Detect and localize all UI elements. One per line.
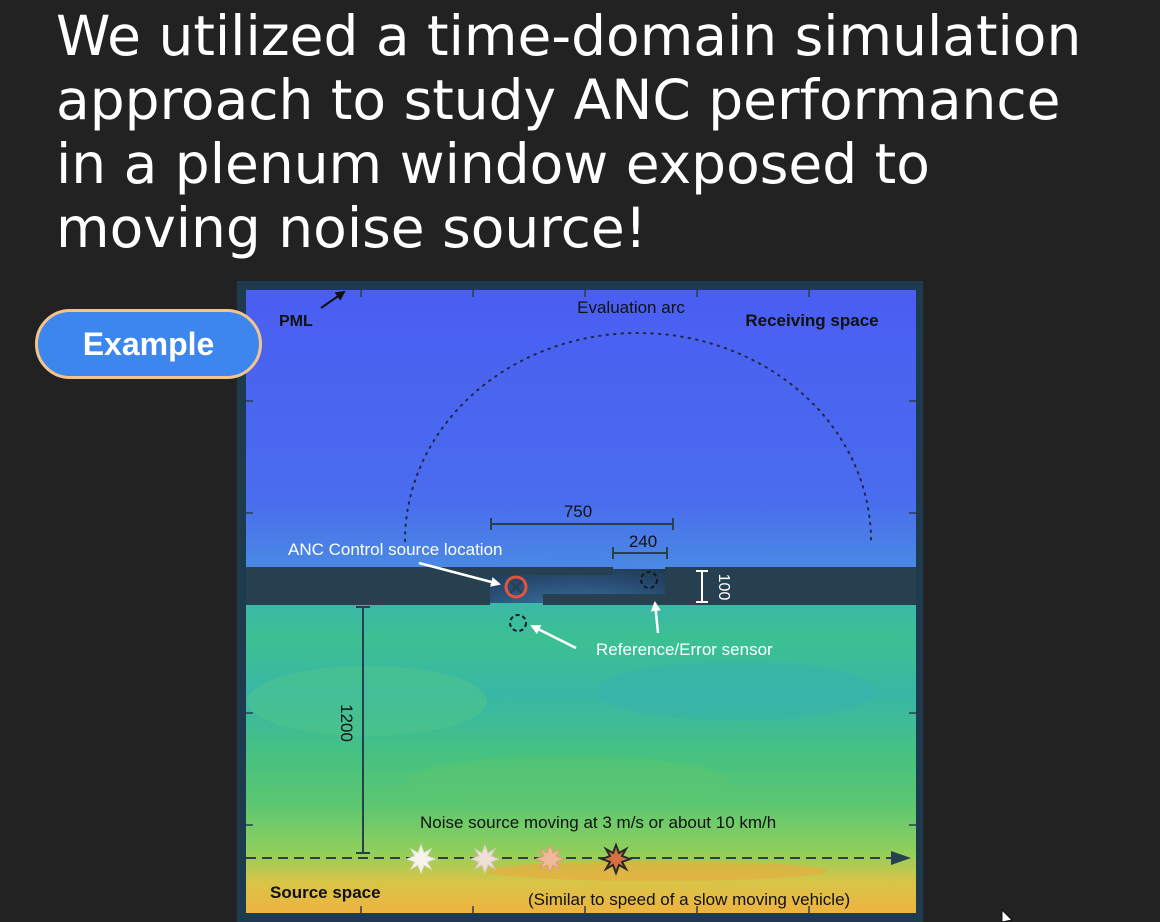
field-blob	[487, 861, 827, 881]
dimension-750-label: 750	[564, 502, 592, 521]
example-button[interactable]: Example	[35, 309, 262, 379]
evaluation-arc	[404, 332, 872, 542]
headline-line-1: We utilized a time-domain simulation	[56, 4, 1082, 68]
evaluation-arc-label: Evaluation arc	[577, 298, 685, 317]
axis-ticks	[246, 290, 916, 913]
simulation-figure: 750 240 100 1200 PML Evaluation arc Rece…	[237, 281, 923, 922]
anc-control-label: ANC Control source location	[288, 540, 502, 559]
ref-error-sensor-label: Reference/Error sensor	[596, 640, 773, 659]
burst-icon-dark	[599, 842, 633, 876]
dimension-240	[612, 547, 668, 559]
anc-control-source-icon	[504, 575, 528, 599]
dimension-100-label: 100	[715, 574, 732, 601]
burst-icon-light	[469, 843, 501, 875]
field-blob	[597, 661, 877, 721]
source-space-label: Source space	[270, 883, 381, 902]
similar-speed-label: (Similar to speed of a slow moving vehic…	[528, 890, 850, 909]
wall-upper-pane	[490, 567, 613, 575]
field-blob	[407, 756, 727, 806]
dimension-100	[696, 570, 708, 603]
source-space-field	[246, 603, 916, 913]
reference-sensor-icon	[509, 614, 527, 632]
dimension-1200	[356, 606, 370, 854]
burst-icon-white	[405, 843, 437, 875]
noise-source-label: Noise source moving at 3 m/s or about 10…	[420, 813, 776, 832]
plenum-window-wall	[246, 567, 916, 605]
pml-label: PML	[279, 313, 313, 330]
error-sensor-icon	[640, 571, 658, 589]
dimension-240-label: 240	[629, 532, 657, 551]
receiving-space-label: Receiving space	[745, 311, 878, 330]
mouse-cursor-icon	[1001, 908, 1014, 922]
wall-left	[246, 567, 490, 605]
burst-icon-peach	[534, 843, 566, 875]
headline-line-2: approach to study ANC performance	[56, 68, 1061, 132]
wall-right	[665, 567, 916, 605]
reference-sensor-arrow	[530, 624, 577, 650]
anc-arrow	[418, 561, 501, 587]
headline-line-4: moving noise source!	[56, 196, 647, 260]
trajectory-arrowhead-icon	[891, 851, 911, 865]
dimension-750	[490, 518, 674, 530]
headline: We utilized a time-domain simulation app…	[56, 4, 1146, 260]
wall-lower-pane	[543, 594, 665, 605]
headline-line-3: in a plenum window exposed to	[56, 132, 930, 196]
field-blob	[247, 666, 487, 736]
dimension-1200-label: 1200	[337, 704, 356, 742]
pml-arrow	[320, 290, 346, 309]
error-sensor-arrow	[650, 601, 661, 634]
